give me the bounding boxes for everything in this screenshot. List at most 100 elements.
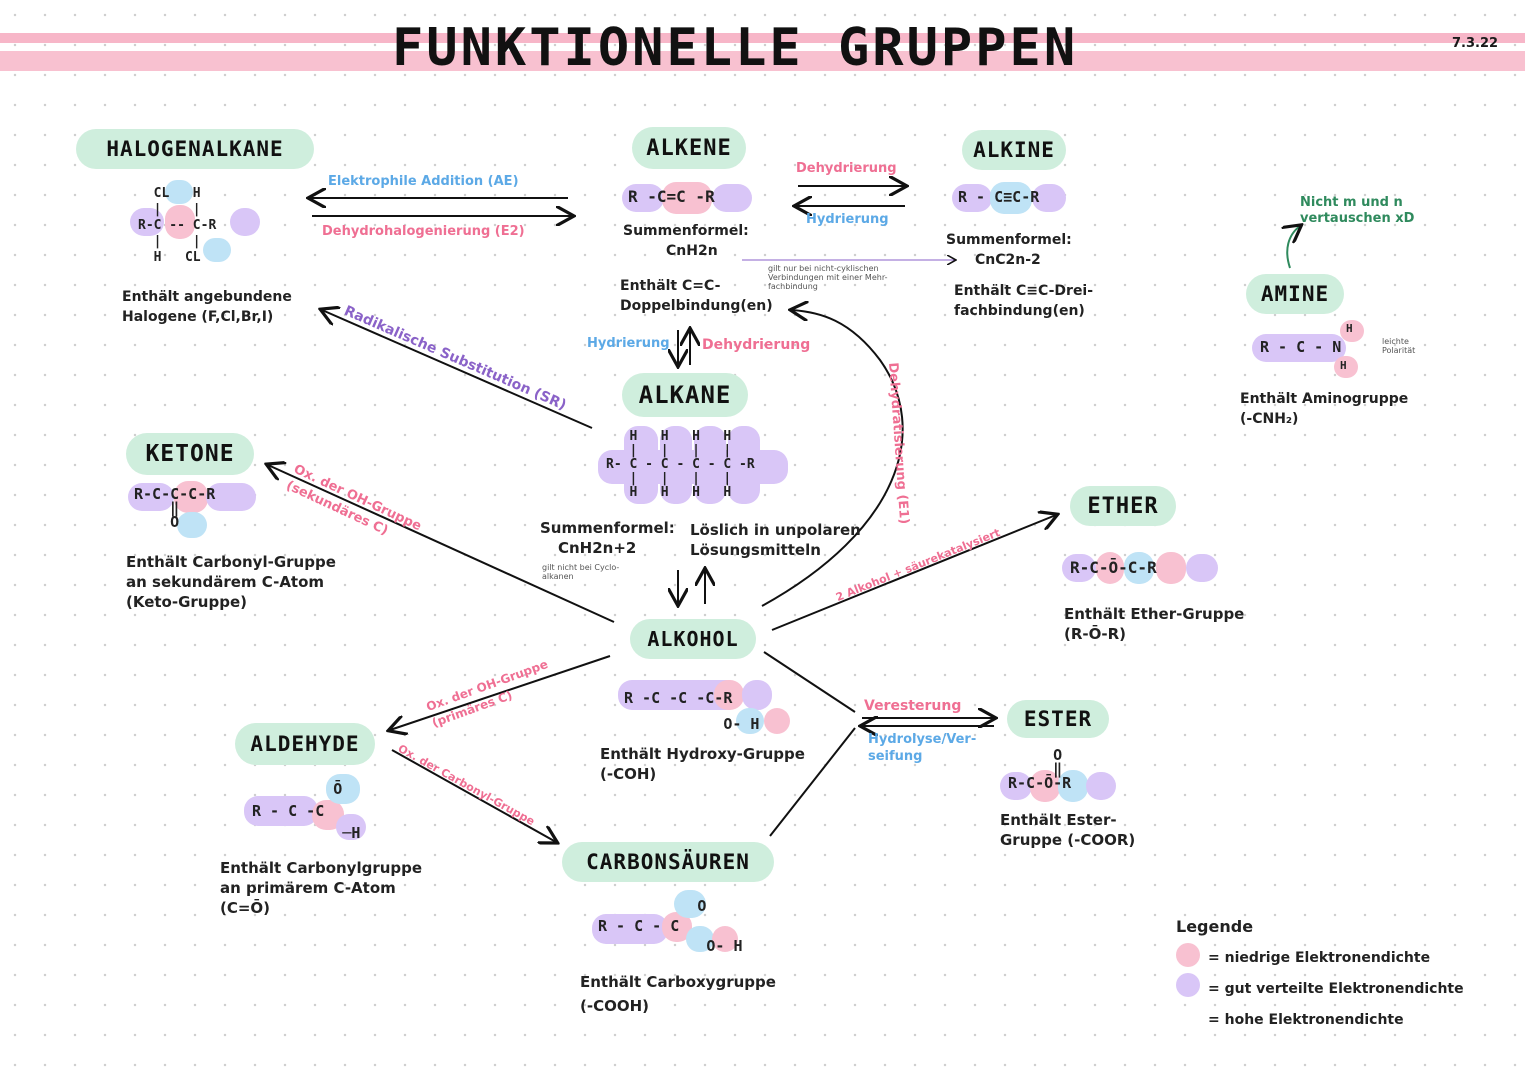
alkine-blob-left bbox=[952, 184, 992, 212]
label-hydrierung-mid: Hydrierung bbox=[587, 336, 670, 351]
amine-description: Enthält Aminogruppe (-CNH₂) bbox=[1240, 391, 1409, 427]
alkane-blob-c4 bbox=[728, 426, 760, 504]
alkohol-structure: R -C -C -C-R O- H bbox=[624, 689, 760, 733]
aldehyde-blob-h bbox=[336, 814, 366, 840]
alkohol-description: Enthält Hydroxy-Gruppe (-COH) bbox=[600, 745, 805, 783]
arrow-amine-note bbox=[1287, 226, 1300, 269]
amine-note: Nicht m und n vertauschen xD bbox=[1300, 195, 1415, 226]
ketone-label: KETONE bbox=[126, 433, 254, 475]
alkane-formula-label: Summenformel: bbox=[540, 519, 675, 537]
ketone-blob-o bbox=[177, 512, 207, 538]
alkine-structure: R - C≡C-R bbox=[958, 188, 1040, 206]
ketone-blob-c bbox=[174, 481, 208, 513]
ether-blob-o bbox=[1124, 552, 1154, 584]
alkene-label: ALKENE bbox=[632, 127, 746, 169]
ketone-blob-left bbox=[128, 483, 174, 511]
arrow-to-ether bbox=[771, 515, 1056, 631]
title-band-top bbox=[0, 33, 1525, 43]
aldehyde-blob-o bbox=[326, 774, 360, 804]
ester-blob-o bbox=[1058, 770, 1088, 802]
legend-item-mid: = gut verteilte Elektronendichte bbox=[1208, 981, 1464, 997]
ester-label: ESTER bbox=[1007, 700, 1109, 738]
carbonsaeuren-description: Enthält Carboxygruppe (-COOH) bbox=[580, 973, 776, 1015]
ester-structure: O ‖ R-C-Ō-R bbox=[1008, 746, 1072, 792]
alkine-blob-right bbox=[1032, 184, 1066, 212]
label-dehydrohalogenierung: Dehydrohalogenierung (E2) bbox=[322, 224, 525, 239]
alkene-blob-double bbox=[662, 182, 712, 214]
halogen-blob-right bbox=[230, 208, 260, 236]
alkane-structure: H H H H | | | | R- C - C - C - C -R | | … bbox=[606, 429, 755, 500]
alkane-blob-c1 bbox=[624, 426, 658, 504]
aldehyde-description: Enthält Carbonylgruppe an primärem C-Ato… bbox=[220, 859, 423, 917]
arrow-to-aldehyde bbox=[390, 655, 611, 730]
label-hydrierung-top: Hydrierung bbox=[806, 212, 889, 227]
page-title: FUNKTIONELLE GRUPPEN bbox=[392, 18, 1079, 78]
aldehyde-structure: Ō R - C -C ─H bbox=[252, 780, 361, 842]
alkohol-label: ALKOHOL bbox=[630, 619, 756, 659]
alkene-formula: CnH2n bbox=[666, 243, 718, 259]
alkene-blob-left bbox=[622, 184, 664, 212]
amine-label: AMINE bbox=[1246, 274, 1344, 314]
alkene-formula-label: Summenformel: bbox=[623, 223, 749, 239]
carbonsaeuren-label: CARBONSÄUREN bbox=[562, 842, 774, 882]
carbonsaeure-blob-h bbox=[712, 926, 738, 952]
alkene-description: Enthält C=C- Doppelbindung(en) bbox=[620, 278, 773, 314]
ether-label: ETHER bbox=[1070, 486, 1176, 526]
alkine-formula-label: Summenformel: bbox=[946, 232, 1072, 248]
amine-h-top: H bbox=[1346, 322, 1353, 335]
amine-polarity: leichte Polarität bbox=[1382, 337, 1416, 355]
note-mehrfachbindung: gilt nur bei nicht-cyklischen Verbindung… bbox=[768, 264, 888, 291]
halogen-blob-cl-top bbox=[165, 180, 193, 204]
ether-description: Enthält Ether-Gruppe (R-Ō-R) bbox=[1064, 605, 1245, 643]
ether-blob-c1 bbox=[1096, 552, 1124, 584]
alkane-blob-c3 bbox=[694, 426, 726, 504]
carbonsaeure-structure: O R - C - C O- H bbox=[598, 897, 743, 955]
legend-dot-mid bbox=[1176, 973, 1200, 997]
alkohol-blob-o bbox=[736, 708, 764, 734]
carbonsaeure-blob-oh bbox=[686, 926, 714, 952]
legend-item-high: = hohe Elektronendichte bbox=[1208, 1012, 1404, 1028]
ether-blob-right bbox=[1186, 554, 1218, 582]
alkane-formula: CnH2n+2 bbox=[558, 539, 637, 557]
alkine-description: Enthält C≡C-Drei- fachbindung(en) bbox=[954, 283, 1094, 319]
halogen-blob-left bbox=[130, 208, 164, 236]
aldehyde-label: ALDEHYDE bbox=[235, 723, 375, 765]
ketone-blob-right bbox=[206, 483, 256, 511]
halogen-blob-cl-bottom bbox=[203, 238, 231, 262]
halogen-blob-c bbox=[165, 205, 195, 239]
amine-blob-h-bottom bbox=[1334, 356, 1358, 378]
alkane-label: ALKANE bbox=[622, 373, 748, 417]
halogenalkane-description: Enthält angebundene Halogene (F,Cl,Br,I) bbox=[122, 289, 292, 325]
legend-item-low: = niedrige Elektronendichte bbox=[1208, 950, 1431, 966]
amine-blob bbox=[1252, 334, 1346, 362]
line-alkohol-ester bbox=[763, 651, 856, 713]
label-dehydrierung-mid: Dehydrierung bbox=[702, 337, 811, 353]
amine-h-bottom: H bbox=[1340, 359, 1347, 372]
label-veresterung: Veresterung bbox=[864, 698, 962, 714]
alkane-description: Löslich in unpolaren Lösungsmitteln bbox=[690, 521, 861, 559]
alkohol-blob-c bbox=[714, 680, 744, 710]
ketone-structure: R-C-C-C-R ‖ O bbox=[134, 485, 216, 531]
alkine-formula: CnC2n-2 bbox=[975, 252, 1041, 268]
alkine-label: ALKINE bbox=[962, 130, 1066, 170]
halogenalkane-structure: CL H | | R-C -- C-R | | H CL bbox=[138, 186, 217, 265]
date-label: 7.3.22 bbox=[1452, 36, 1499, 51]
alkane-blob-c2 bbox=[660, 426, 692, 504]
carbonsaeure-blob-o bbox=[674, 890, 706, 918]
arrow-dehydratisierung bbox=[761, 310, 904, 607]
amine-blob-h-top bbox=[1340, 320, 1364, 342]
carbonsaeure-blob bbox=[592, 914, 668, 944]
ether-blob-c2 bbox=[1156, 552, 1186, 584]
legend-title: Legende bbox=[1176, 917, 1254, 936]
line-carbonsaeure-ester bbox=[769, 727, 856, 837]
label-dehydrierung-top: Dehydrierung bbox=[796, 161, 897, 176]
arrow-to-ketone bbox=[268, 465, 615, 623]
title-band-bottom bbox=[0, 51, 1525, 71]
alkene-blob-right bbox=[712, 184, 752, 212]
arrow-radikalische bbox=[322, 310, 593, 429]
amine-structure: R - C - N bbox=[1260, 338, 1342, 356]
arrow-to-carbonsaeuren bbox=[391, 749, 556, 842]
ether-blob-left bbox=[1062, 554, 1096, 582]
alkane-note: gilt nicht bei Cyclo- alkanen bbox=[542, 563, 620, 581]
